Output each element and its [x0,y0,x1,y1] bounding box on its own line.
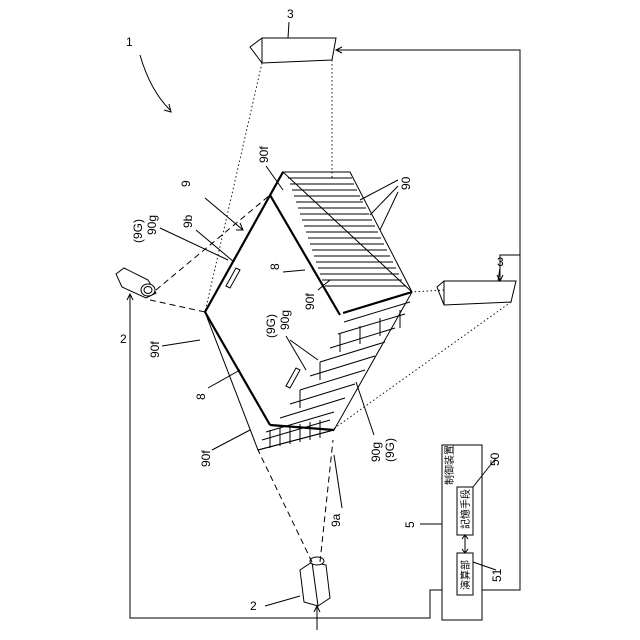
label-face-top-right: 90f [257,146,271,163]
line-8-left-leader [208,370,240,388]
label-system: 1 [126,35,133,49]
label-face-left: 90f [148,341,162,358]
camera-b [300,557,330,606]
camera-b-ray-left [258,450,312,562]
label-camera-b: 2 [250,599,257,613]
system-arrow [140,55,170,110]
projector-right [437,281,516,305]
label-camera-a: 2 [120,332,127,346]
label-compute-ref: 51 [490,568,504,582]
gap-marker-mid [286,368,300,388]
label-gap-top-b: 90g [145,215,159,235]
camera-a-ray-upper [156,195,270,290]
camera-a [116,268,156,298]
camera-b-ray-right [320,440,333,562]
face-left-leader [162,340,200,346]
label-gap-mid-a: (9G) [264,314,278,338]
label-line-8-center: 8 [268,263,282,270]
label-projector-top: 3 [287,7,294,21]
cells-leader-1 [360,180,398,200]
label-face-bottom-left: 90f [199,450,213,467]
label-edge-9a: 9a [329,513,343,527]
compute-unit-label: 演算部 [459,560,472,590]
projector-right-ray-lower [332,302,511,430]
gap-mid-leader-1 [286,336,306,370]
stack-right-layers [283,172,412,292]
cells-leader-3 [380,192,398,230]
label-gap-low-b: (9G) [383,438,397,462]
projector-top [250,38,336,63]
label-gap-mid-b: 90g [278,310,292,330]
edge-9a-leader [334,455,342,508]
stack-leader [205,198,243,230]
projector-top-leader [288,22,289,38]
label-stack: 9 [179,180,193,187]
line-8-center-leader [283,270,305,272]
label-line-8-left: 8 [194,393,208,400]
edge-9b-leader [196,230,234,262]
label-gap-low-a: 90g [369,442,383,462]
gap-top-leader [160,228,228,260]
camera-b-leader [265,596,300,606]
label-cells: 90 [399,176,413,190]
camera-a-ray-lower [150,300,205,312]
gap-low-leader [356,382,374,435]
projector-top-ray-left [205,63,262,312]
label-edge-9b: 9b [181,214,195,228]
storage-unit-label: 記憶手段 [459,489,472,529]
label-controller: 5 [403,521,417,528]
face-bottom-left-leader [212,430,250,450]
controller-title: 制御装置 [443,445,456,485]
label-face-center: 90f [303,293,317,310]
label-gap-top-a: (9G) [131,219,145,243]
